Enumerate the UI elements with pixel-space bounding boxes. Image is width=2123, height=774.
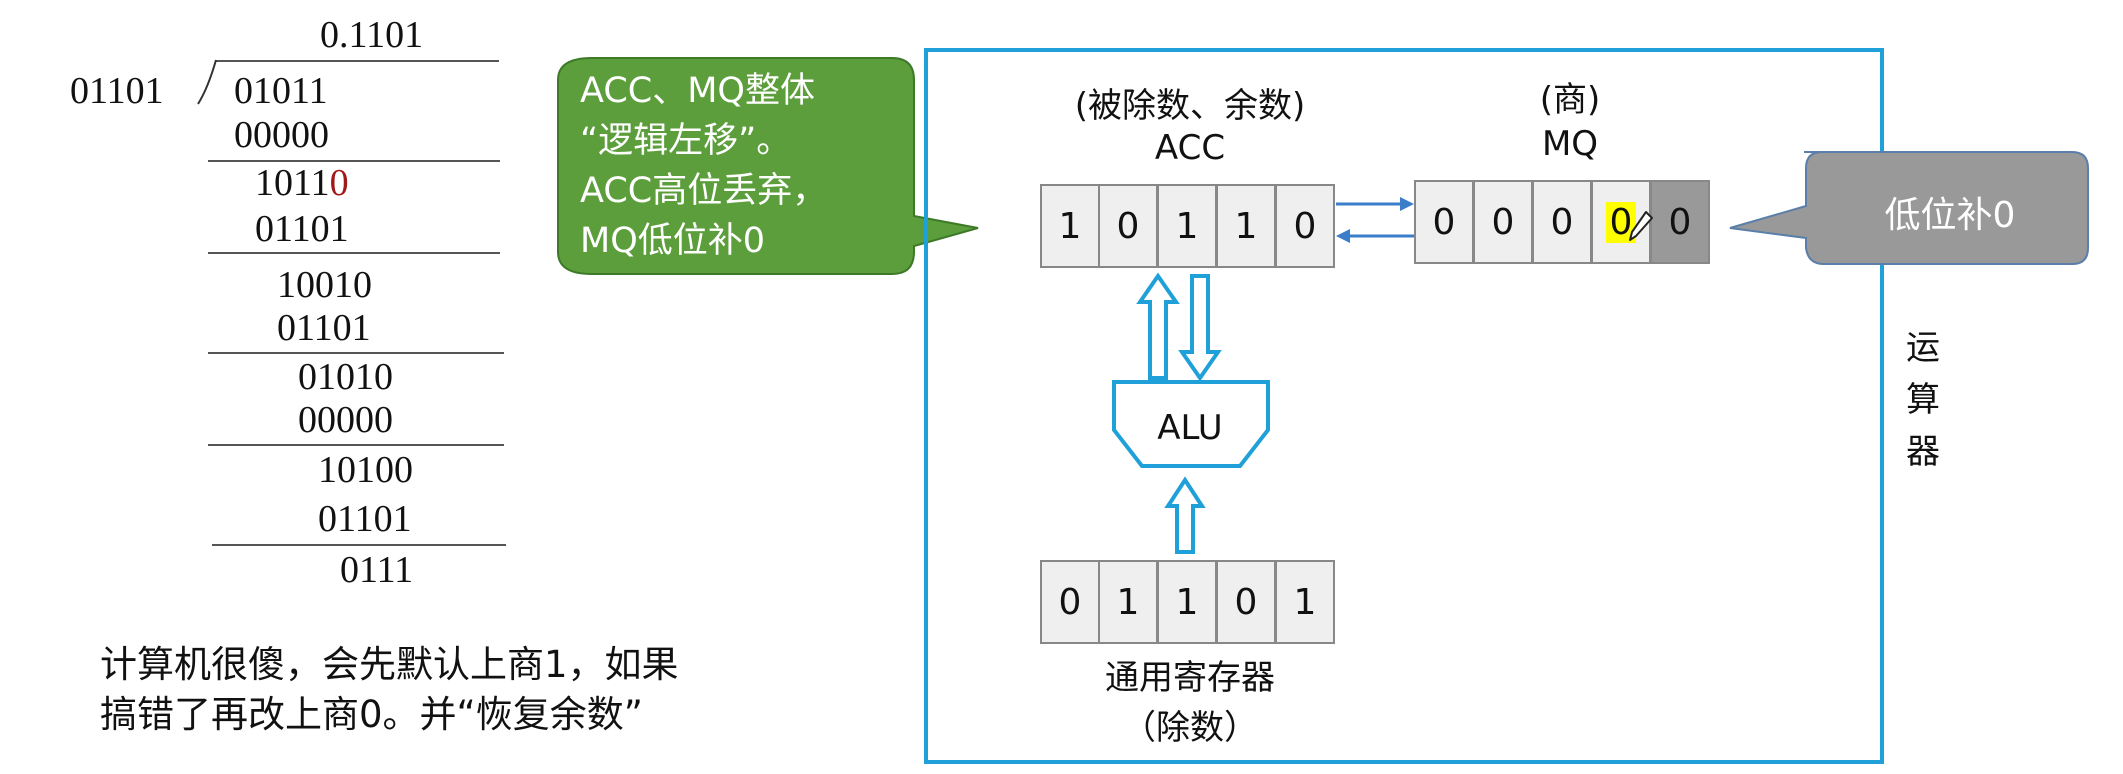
- rule-1: [208, 160, 500, 162]
- gpr-bit: 1: [1275, 560, 1335, 644]
- alu-label: ALU: [1157, 408, 1223, 448]
- subtract-row: 00000: [234, 114, 329, 156]
- green-callout: [557, 57, 979, 275]
- mq-top-label: (商): [1539, 80, 1601, 120]
- gpr-bit: 0: [1216, 560, 1276, 644]
- shifted-in-digit: 0: [329, 162, 349, 204]
- subtract-row: 01101: [277, 307, 371, 349]
- dividend-row: 01011: [234, 70, 328, 112]
- arrow-up-icon: [1164, 476, 1206, 554]
- rule-3: [208, 352, 504, 354]
- arrow-left-icon: [1336, 229, 1350, 243]
- arrow-up-icon: [1136, 272, 1180, 380]
- shift-arrows: [1336, 197, 1414, 243]
- division-bracket: [197, 59, 217, 105]
- final-remainder: 0111: [340, 549, 414, 591]
- acc-bit: 1: [1157, 184, 1217, 268]
- note-text: 计算机很傻，会先默认上商1，如果 搞错了再改上商0。并“恢复余数”: [100, 640, 679, 740]
- subtract-row: 01101: [255, 208, 349, 250]
- subtract-row: 00000: [298, 399, 393, 441]
- quotient: 0.1101: [320, 14, 424, 56]
- gray-callout: [1729, 151, 2089, 265]
- side-label-char: 算: [1906, 380, 1940, 420]
- arrow-right-icon: [1400, 197, 1414, 211]
- alu-datapath: [1112, 272, 1270, 554]
- acc-bit: 0: [1275, 184, 1335, 268]
- side-label-char: 器: [1906, 432, 1940, 472]
- divisor: 01101: [70, 70, 164, 112]
- acc-bit: 1: [1216, 184, 1276, 268]
- alu-shape: [1112, 380, 1270, 468]
- mq-shift-in-bit: 0: [1650, 180, 1710, 264]
- acc-bit: 0: [1098, 184, 1158, 268]
- mq-bit: 0: [1473, 180, 1533, 264]
- rule-4: [208, 444, 504, 446]
- gpr-bit: 0: [1040, 560, 1100, 644]
- subtract-row: 01101: [318, 498, 412, 540]
- note-line-1: 计算机很傻，会先默认上商1，如果: [100, 643, 679, 686]
- gpr-bit: 1: [1098, 560, 1158, 644]
- remainder-row-2: 10010: [277, 264, 372, 306]
- pen-cursor-icon: [1629, 211, 1653, 241]
- alu-frame: [924, 48, 1884, 764]
- arrow-down-icon: [1178, 274, 1222, 382]
- gray-callout-text: 低位补0: [1884, 195, 2016, 236]
- mq-bit: 0: [1414, 180, 1474, 264]
- note-line-2: 搞错了再改上商0。并“恢复余数”: [100, 693, 643, 736]
- acc-bit: 1: [1040, 184, 1100, 268]
- mq-label: MQ: [1541, 124, 1599, 164]
- gpr-sub-label: （除数）: [1122, 708, 1258, 748]
- rule-2: [208, 252, 500, 254]
- remainder-row-1: 10110: [255, 162, 349, 204]
- rule-5: [212, 544, 506, 546]
- acc-top-label: (被除数、余数): [1074, 86, 1306, 126]
- acc-label: ACC: [1154, 128, 1226, 168]
- side-label: 运 算 器: [1898, 322, 1948, 478]
- green-callout-text: ACC、MQ整体 “逻辑左移”。 ACC高位丢弃， MQ低位补0: [580, 71, 828, 261]
- gpr-label: 通用寄存器: [1105, 658, 1275, 698]
- gpr-bit: 1: [1157, 560, 1217, 644]
- division-bar: [215, 60, 499, 62]
- remainder-row-4: 10100: [318, 449, 413, 491]
- mq-bit: 0: [1532, 180, 1592, 264]
- side-label-char: 运: [1906, 328, 1940, 368]
- remainder-row-3: 01010: [298, 356, 393, 398]
